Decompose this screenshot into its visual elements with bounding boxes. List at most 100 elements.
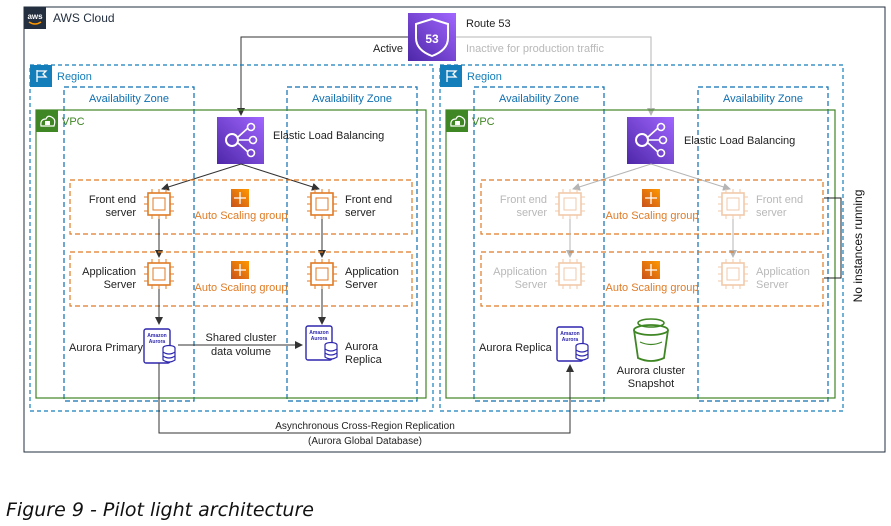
asg-web-label: Auto Scaling group bbox=[606, 210, 699, 222]
web-right-label-line2: server bbox=[756, 207, 787, 219]
elb-label: Elastic Load Balancing bbox=[684, 135, 795, 147]
cross-region-replication-arrow bbox=[158, 363, 574, 434]
region-secondary: Region Availability Zone Availability Zo… bbox=[439, 64, 865, 412]
web-left-label-line2: server bbox=[516, 207, 547, 219]
elb-to-web-right-arrow bbox=[650, 163, 731, 191]
auto-scaling-icon bbox=[231, 189, 249, 207]
elastic-load-balancing-icon bbox=[217, 117, 264, 164]
aurora-replica-label-line2: Replica bbox=[345, 354, 383, 366]
az-left-box bbox=[473, 86, 605, 402]
route53-inactive-label: Inactive for production traffic bbox=[466, 43, 604, 55]
svg-text:Aurora: Aurora bbox=[149, 339, 166, 345]
app-server-left-chip-icon bbox=[555, 259, 585, 289]
svg-text:Aurora: Aurora bbox=[562, 337, 579, 343]
vpc-box bbox=[445, 109, 836, 399]
az-right-box bbox=[286, 86, 418, 402]
svg-text:aws: aws bbox=[27, 12, 43, 21]
elb-to-web-left-arrow bbox=[572, 163, 652, 191]
aurora-primary-label: Aurora Primary bbox=[69, 342, 143, 354]
elb-label: Elastic Load Balancing bbox=[273, 130, 384, 142]
no-instances-label: No instances running bbox=[851, 190, 865, 303]
asg-app-box bbox=[69, 251, 413, 307]
vpc-label: VPC bbox=[472, 116, 495, 128]
az-left-label: Availability Zone bbox=[89, 93, 169, 105]
app-left-label-line1: Application bbox=[82, 266, 136, 278]
figure-caption: Figure 9 - Pilot light architecture bbox=[6, 499, 314, 521]
shared-volume-label-line2: data volume bbox=[211, 346, 271, 358]
auto-scaling-icon bbox=[642, 261, 660, 279]
region-flag-icon bbox=[440, 65, 462, 87]
vpc-icon bbox=[446, 110, 468, 132]
asg-app-label: Auto Scaling group bbox=[606, 282, 699, 294]
web-left-label-line2: server bbox=[105, 207, 136, 219]
route53-icon: 53 bbox=[408, 13, 456, 61]
shared-volume-label-line1: Shared cluster bbox=[206, 332, 277, 344]
elb-to-web-right-arrow bbox=[240, 163, 320, 191]
web-right-label-line1: Front end bbox=[345, 194, 392, 206]
app-right-label-line2: Server bbox=[756, 279, 789, 291]
route53-inactive-arrow bbox=[456, 36, 655, 116]
aws-logo-icon: aws bbox=[24, 7, 46, 29]
route53-title: Route 53 bbox=[466, 18, 511, 30]
web-right-label-line2: server bbox=[345, 207, 376, 219]
route53-active-arrow bbox=[237, 36, 408, 116]
web-server-right-chip-icon bbox=[718, 189, 748, 219]
snapshot-label-line2: Snapshot bbox=[628, 378, 674, 390]
svg-text:53: 53 bbox=[425, 32, 439, 46]
az-left-label: Availability Zone bbox=[499, 93, 579, 105]
cloud-label: AWS Cloud bbox=[53, 11, 115, 25]
elb-to-web-left-arrow bbox=[161, 163, 242, 191]
svg-text:Amazon: Amazon bbox=[560, 331, 579, 337]
app-right-label-line2: Server bbox=[345, 279, 378, 291]
asg-web-box bbox=[480, 179, 824, 235]
aurora-replica-icon: Amazon Aurora bbox=[556, 326, 589, 362]
asg-app-label: Auto Scaling group bbox=[195, 282, 288, 294]
app-left-label-line2: Server bbox=[515, 279, 548, 291]
svg-text:Aurora: Aurora bbox=[311, 336, 328, 342]
aurora-replica-label-line1: Aurora bbox=[345, 341, 379, 353]
svg-text:Amazon: Amazon bbox=[309, 330, 328, 336]
region-label: Region bbox=[57, 71, 92, 83]
app-right-label-line1: Application bbox=[756, 266, 810, 278]
svg-text:Amazon: Amazon bbox=[147, 333, 166, 339]
web-left-label-line1: Front end bbox=[89, 194, 136, 206]
auto-scaling-icon bbox=[642, 189, 660, 207]
aurora-primary-icon: Amazon Aurora bbox=[143, 328, 176, 364]
app-left-label-line2: Server bbox=[104, 279, 137, 291]
snapshot-bucket-icon bbox=[633, 318, 669, 362]
vpc-box bbox=[35, 109, 427, 399]
region-primary: Region Availability Zone Availability Zo… bbox=[29, 64, 434, 412]
route53-active-label: Active bbox=[373, 43, 403, 55]
elastic-load-balancing-icon bbox=[627, 117, 674, 164]
web-server-left-chip-icon bbox=[144, 189, 174, 219]
web-server-right-chip-icon bbox=[307, 189, 337, 219]
web-right-label-line1: Front end bbox=[756, 194, 803, 206]
app-server-right-chip-icon bbox=[307, 259, 337, 289]
app-right-label-line1: Application bbox=[345, 266, 399, 278]
replication-label-line1: Asynchronous Cross-Region Replication bbox=[275, 421, 455, 432]
auto-scaling-icon bbox=[231, 261, 249, 279]
region-flag-icon bbox=[30, 65, 52, 87]
vpc-label: VPC bbox=[62, 116, 85, 128]
asg-web-box bbox=[69, 179, 413, 235]
replication-label-line2: (Aurora Global Database) bbox=[308, 436, 422, 447]
snapshot-label-line1: Aurora cluster bbox=[617, 365, 686, 377]
aurora-replica-icon: Amazon Aurora bbox=[305, 325, 338, 361]
asg-app-box bbox=[480, 251, 824, 307]
no-instances-bracket bbox=[824, 197, 842, 279]
az-right-label: Availability Zone bbox=[723, 93, 803, 105]
web-left-label-line1: Front end bbox=[500, 194, 547, 206]
region-label: Region bbox=[467, 71, 502, 83]
az-left-box bbox=[63, 86, 195, 402]
aurora-replica-label: Aurora Replica bbox=[479, 342, 553, 354]
app-server-left-chip-icon bbox=[144, 259, 174, 289]
az-right-box bbox=[697, 86, 829, 402]
app-server-right-chip-icon bbox=[718, 259, 748, 289]
aws-cloud-group: aws AWS Cloud bbox=[23, 6, 886, 453]
vpc-icon bbox=[36, 110, 58, 132]
app-left-label-line1: Application bbox=[493, 266, 547, 278]
az-right-label: Availability Zone bbox=[312, 93, 392, 105]
web-server-left-chip-icon bbox=[555, 189, 585, 219]
asg-web-label: Auto Scaling group bbox=[195, 210, 288, 222]
